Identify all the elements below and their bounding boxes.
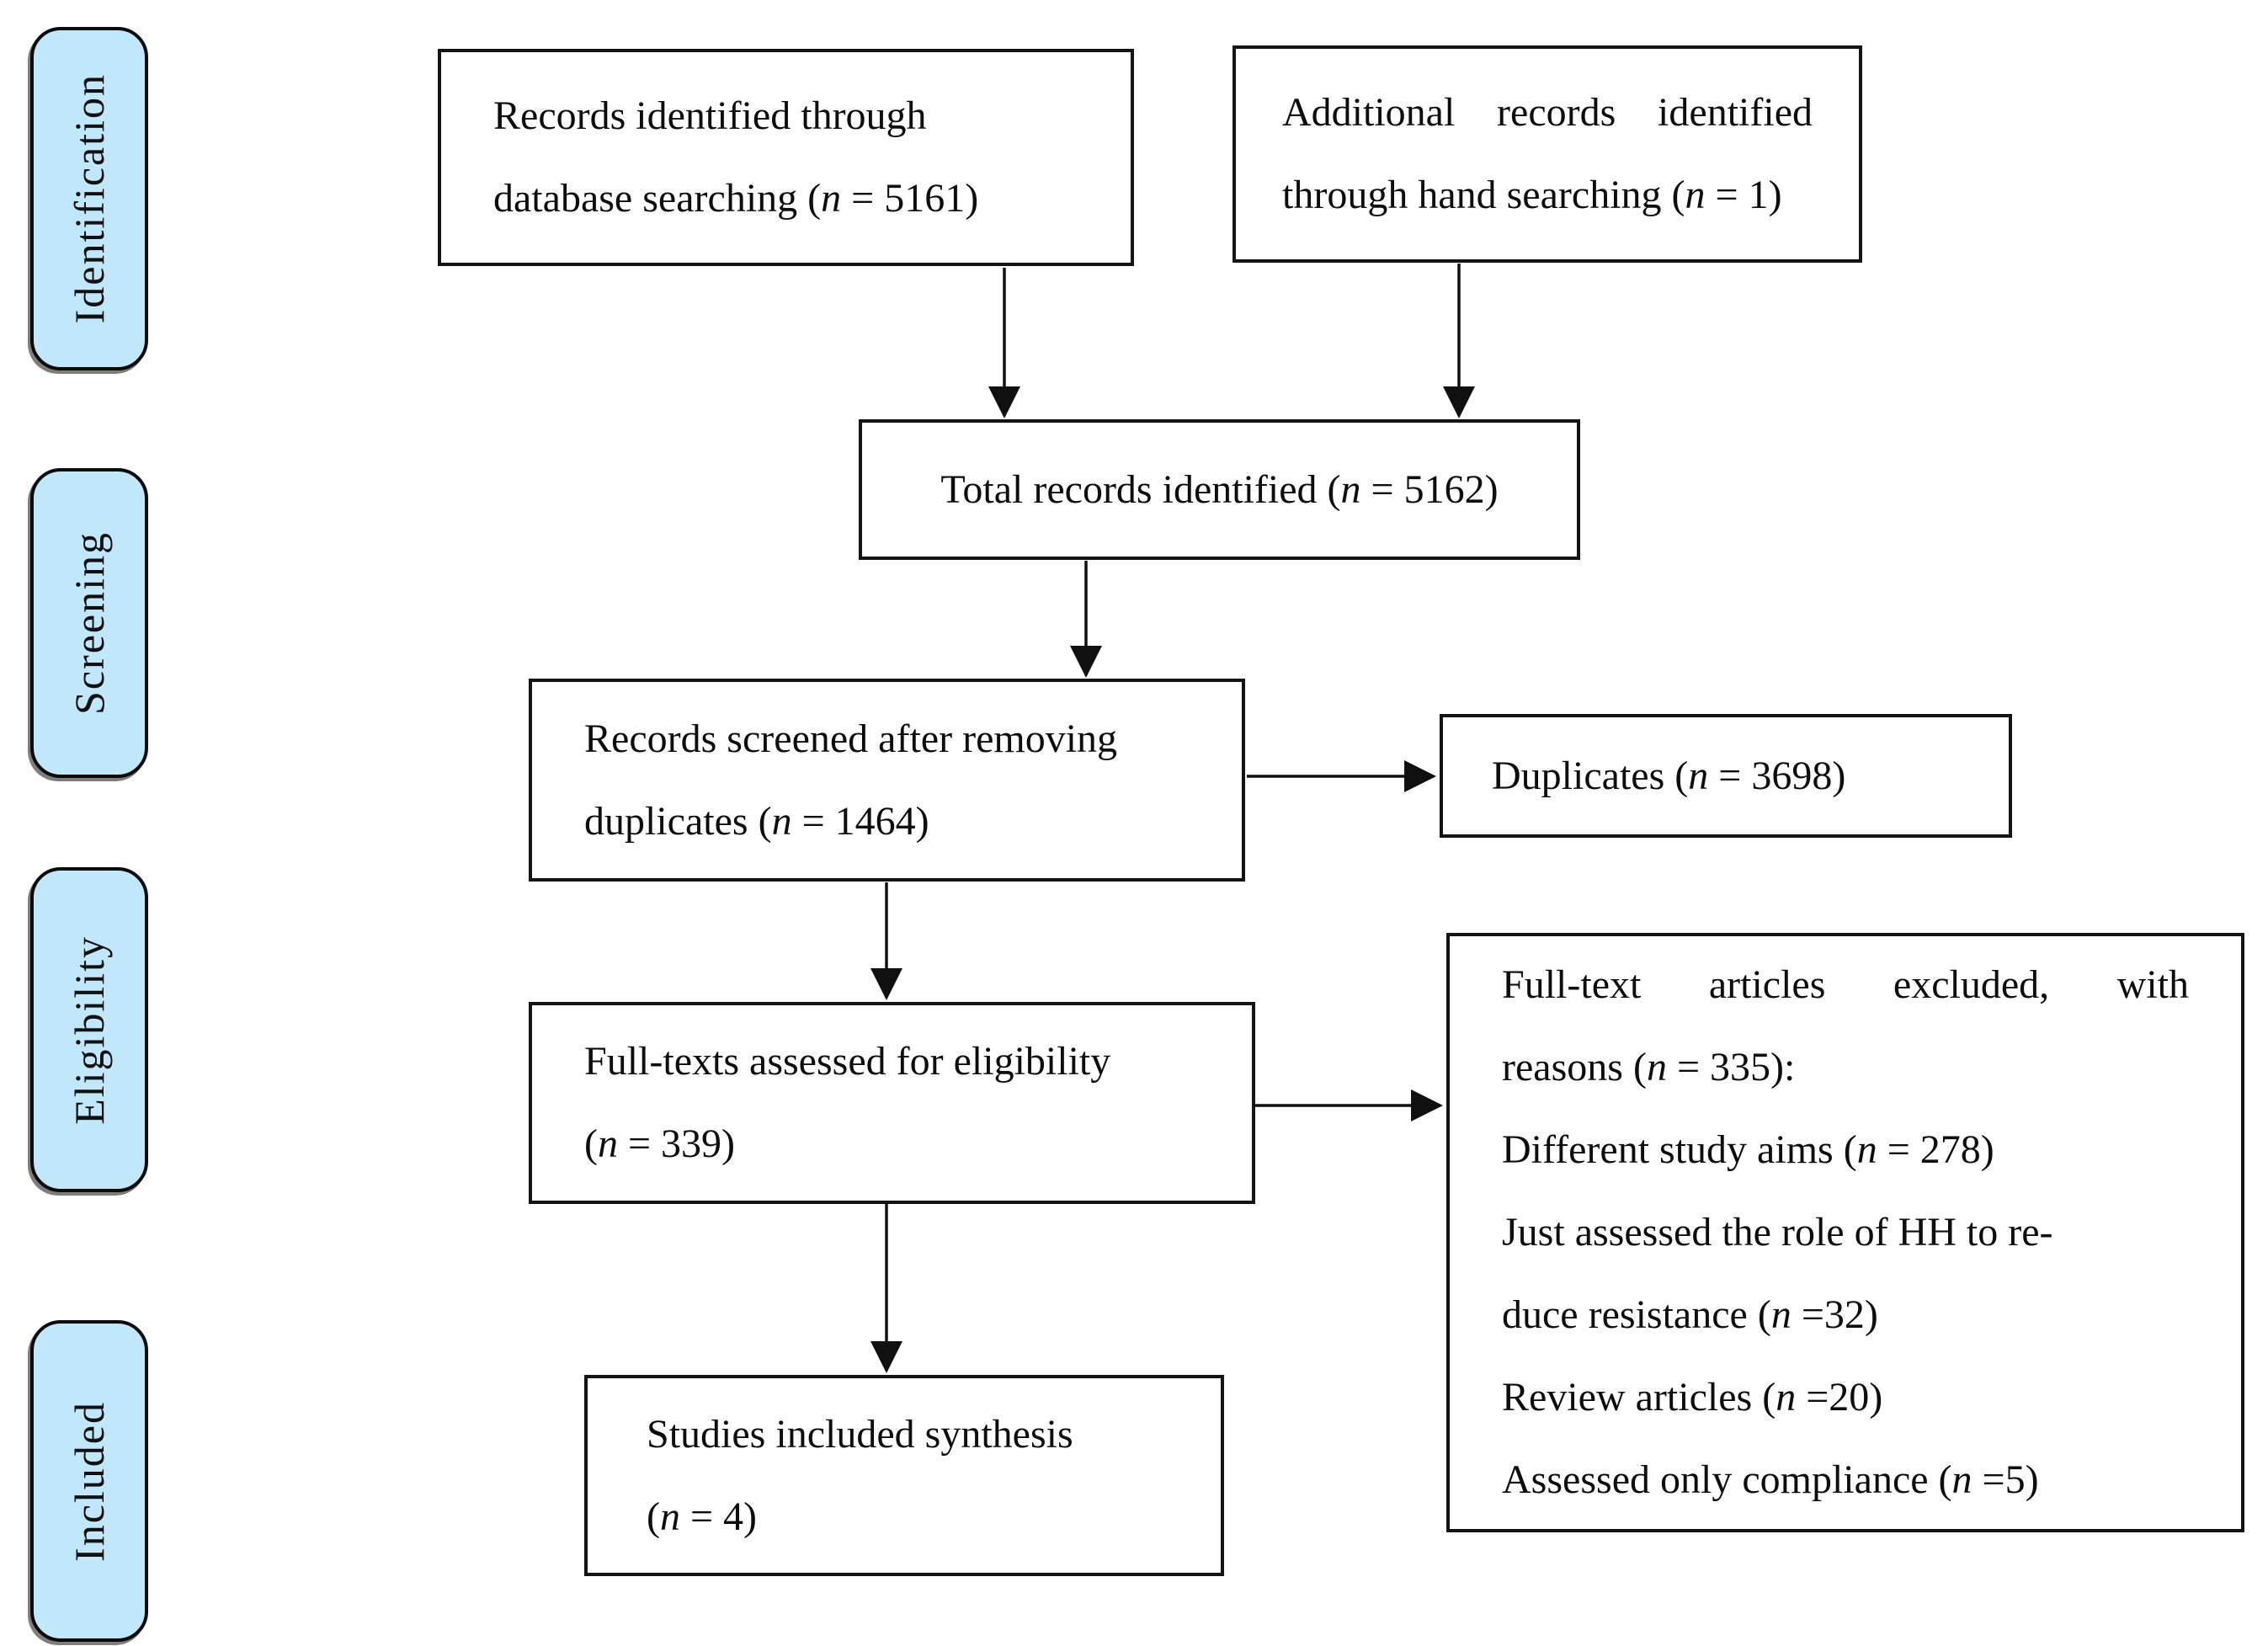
fulltext-excluded-box: Full-text articles excluded, with reasons… (1446, 933, 2244, 1532)
stage-pill-eligibility: Eligibility (30, 867, 148, 1192)
studies-included-box: Studies included synthesis (n = 4) (584, 1375, 1224, 1576)
box-text-line: Just assessed the role of HH to re- (1502, 1210, 2053, 1254)
box-text-line: (n = 339) (584, 1121, 736, 1166)
box-text-line: database searching (n = 5161) (493, 176, 979, 221)
records-screened-box: Records screened after removing duplicate… (529, 679, 1245, 882)
box-text-line: Records screened after removing (584, 716, 1118, 761)
box-text-line: reasons (n = 335): (1502, 1045, 1796, 1089)
box-text-line: through hand searching (n = 1) (1282, 173, 1782, 217)
box-text-line: Full-texts assessed for eligibility (584, 1039, 1111, 1084)
stage-label-identification: Identification (66, 73, 113, 324)
box-text-line: Full-text articles excluded, with (1502, 962, 2189, 1007)
records-database-box: Records identified through database searc… (438, 49, 1134, 266)
stage-pill-screening: Screening (30, 468, 148, 778)
box-text-line: Total records identified (n = 5162) (940, 466, 1499, 512)
box-text-line: duce resistance (n =32) (1502, 1292, 1878, 1337)
stage-pill-included: Included (30, 1320, 148, 1642)
duplicates-box: Duplicates (n = 3698) (1440, 714, 2012, 838)
box-text-line: Different study aims (n = 278) (1502, 1127, 1994, 1172)
box-text-line: Duplicates (n = 3698) (1492, 753, 1846, 798)
stage-label-eligibility: Eligibility (66, 935, 113, 1125)
box-text-line: (n = 4) (647, 1494, 758, 1539)
stage-label-screening: Screening (66, 531, 113, 715)
box-text-line: Assessed only compliance (n =5) (1502, 1457, 2039, 1502)
additional-records-box: Additional records identified through han… (1232, 45, 1862, 263)
box-text-line: Review articles (n =20) (1502, 1375, 1883, 1420)
box-text-line: duplicates (n = 1464) (584, 798, 929, 844)
stage-pill-identification: Identification (30, 27, 148, 370)
box-text-line: Studies included synthesis (647, 1411, 1073, 1457)
total-records-box: Total records identified (n = 5162) (859, 419, 1580, 560)
fulltexts-assessed-box: Full-texts assessed for eligibility (n = … (529, 1002, 1255, 1204)
box-text-line: Records identified through (493, 93, 927, 138)
stage-label-included: Included (66, 1400, 113, 1562)
box-text-line: Additional records identified (1282, 90, 1813, 135)
